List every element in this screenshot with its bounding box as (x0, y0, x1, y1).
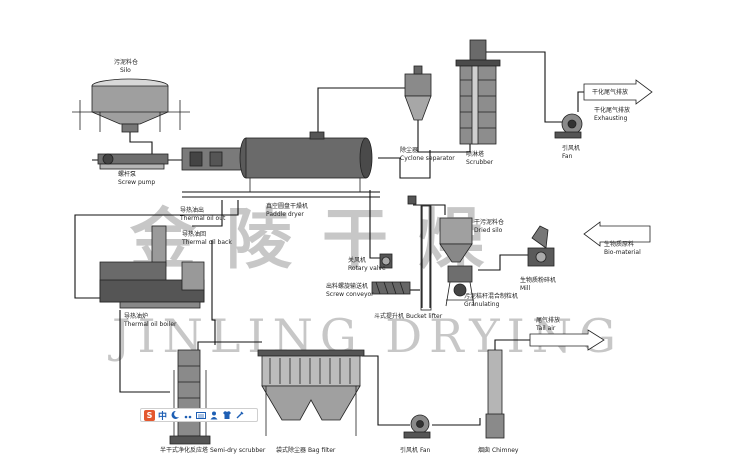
label-cyclone-cn: 除尘器 (400, 146, 418, 154)
shirt-icon[interactable] (222, 410, 232, 420)
dried-silo (439, 217, 473, 263)
label-fan-top-cn: 引风机 (562, 144, 580, 152)
label-gran-cn: 污泥秸秆混合制粒机 (464, 292, 518, 300)
rotary-valve (379, 253, 393, 269)
pipe-silo-pump (129, 132, 153, 160)
label-silo-cn: 污泥料仓 (114, 58, 138, 66)
label-boiler-en: Thermal oil boiler (123, 321, 177, 328)
induced-fan-bottom (403, 414, 431, 439)
sludge-silo (72, 78, 190, 133)
label-bio-cn: 生物质原料 (604, 240, 634, 248)
punctuation-icon[interactable] (183, 410, 193, 420)
pipe-oil-out (74, 200, 239, 299)
label-gran-en: Granulating (464, 301, 500, 308)
label-bag-en: Bag filter (308, 447, 336, 454)
label-mill-en: Mill (520, 285, 531, 292)
label-semi-en: Semi-dry scrubber (210, 447, 266, 454)
label-screw-pump-cn: 螺杆泵 (118, 170, 136, 178)
cyclone-separator (404, 65, 432, 121)
label-silo-en: Silo (120, 67, 131, 74)
label-paddle-cn: 真空圆盘干燥机 (266, 202, 308, 210)
label-screw-pump-en: Screw pump (118, 179, 155, 186)
paddle-dryer (181, 131, 373, 192)
label-boiler-cn: 导热油炉 (124, 312, 148, 320)
label-fan-bot-cn: 引风机 (400, 446, 418, 454)
label-exhaust-cn: 干化尾气排放 (594, 106, 630, 114)
label-rotary-cn: 关风机 (348, 256, 366, 264)
label-dried-silo-en: Dried silo (474, 227, 503, 234)
label-bag: 袋式除尘器 Bag filter (276, 446, 336, 454)
label-bag-cn: 袋式除尘器 (276, 446, 306, 454)
screw-conveyor (371, 281, 411, 295)
label-scrubber-cn: 喷淋塔 (466, 150, 484, 158)
pipe-dryer-bottom (182, 191, 380, 198)
exhaust-arrow: 干化尾气排放 (583, 79, 653, 105)
granulator (445, 265, 475, 307)
pipe-boiler-flue (211, 240, 216, 345)
label-conveyor-en: Screw conveyor (326, 291, 374, 298)
pipe-dryer-rotary (369, 190, 380, 259)
label-oil-back-cn: 导热油回 (182, 230, 206, 238)
label-rotary-en: Rotary valve (348, 265, 386, 272)
label-semi: 半干式净化反应塔 Semi-dry scrubber (160, 446, 266, 454)
label-chimney-en: Chimney (492, 447, 519, 454)
label-paddle-en: Paddle dryer (266, 211, 304, 218)
exhaust-arrow-label: 干化尾气排放 (592, 88, 628, 96)
ime-mode-toggle[interactable]: 中 (158, 411, 168, 422)
label-conveyor-cn: 出料螺旋输送机 (326, 282, 368, 290)
pipe-dryer-cyclone (317, 87, 405, 138)
biomass-mill (527, 225, 555, 267)
semi-dry-scrubber (169, 349, 211, 445)
label-bio-en: Bio-material (604, 249, 641, 256)
screw-pump (97, 153, 169, 170)
user-icon[interactable] (209, 410, 219, 420)
label-oil-out-en: Thermal oil out (179, 215, 226, 222)
label-tail-en: Tail air (535, 325, 556, 332)
label-oil-out-cn: 导热油出 (180, 206, 204, 214)
ime-toolbar[interactable]: S 中 (140, 408, 258, 422)
bucket-lifter (407, 195, 432, 311)
label-chimney-cn: 烟囱 (478, 446, 490, 454)
labels: 污泥料仓 Silo 螺杆泵 Screw pump 真空圆盘干燥机 Paddle … (114, 58, 641, 454)
label-chimney: 烟囱 Chimney (478, 446, 519, 454)
label-semi-cn: 半干式净化反应塔 (160, 446, 208, 454)
label-fan-top-en: Fan (562, 153, 573, 160)
induced-fan-top (554, 113, 583, 139)
label-tail-cn: 尾气排放 (536, 316, 560, 324)
thermal-oil-boiler (99, 225, 205, 309)
label-mill-cn: 生物质粉碎机 (520, 276, 556, 284)
label-exhaust-en: Exhausting (594, 115, 628, 122)
pipe-oil-back (192, 200, 223, 227)
label-cyclone-en: Cyclone separator (400, 155, 455, 162)
pipe-boiler-left (119, 310, 170, 393)
bio-material-arrow (583, 221, 651, 247)
scrubber-tower (455, 39, 501, 145)
label-bucket: 斗式提升机 Bucket lifter (374, 312, 443, 320)
tools-icon[interactable] (235, 410, 245, 420)
label-fan-bot-en: Fan (420, 447, 431, 454)
ime-logo-icon[interactable]: S (144, 409, 155, 421)
chimney (485, 349, 505, 439)
pipe-dryer-return (378, 150, 431, 179)
pipe-bucket-top (413, 204, 446, 215)
tail-air-arrow (529, 329, 605, 351)
label-bucket-cn: 斗式提升机 (374, 312, 404, 320)
keyboard-icon[interactable] (196, 410, 207, 420)
pipe-bag-fan (362, 355, 410, 426)
pipe-cyclone-scrubber (417, 120, 471, 153)
pipe-mill-gran (478, 254, 530, 271)
label-scrubber-en: Scrubber (466, 159, 494, 166)
label-oil-back-en: Thermal oil back (181, 239, 232, 246)
label-dried-silo-cn: 干污泥料仓 (474, 218, 504, 226)
bag-filter (257, 349, 365, 436)
label-bucket-en: Bucket lifter (406, 313, 443, 320)
pipe-fan-chimney (432, 418, 481, 426)
moon-icon[interactable] (170, 410, 180, 420)
label-fan-bottom: 引风机 Fan (400, 446, 431, 454)
pipe-bucket-lr (421, 206, 431, 308)
